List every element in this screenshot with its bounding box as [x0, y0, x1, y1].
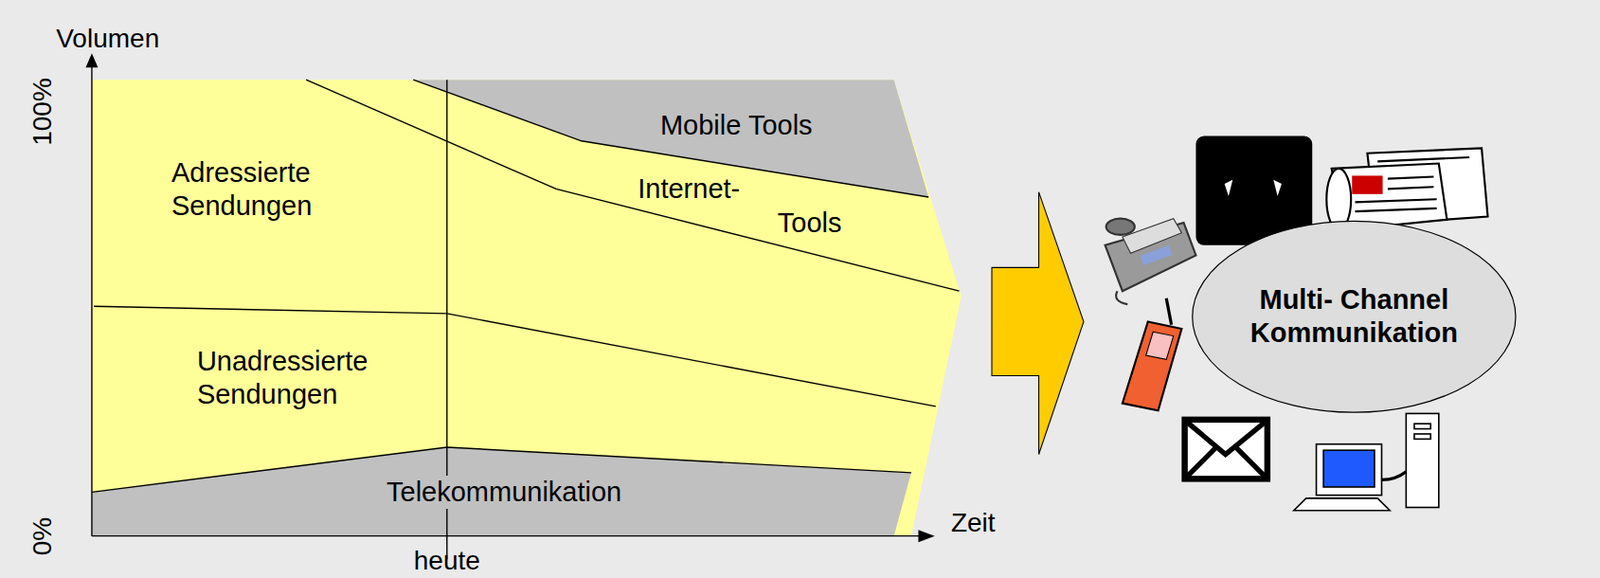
big-arrow — [991, 192, 1084, 455]
band-label: Internet- Tools — [637, 171, 778, 241]
axis-title: Zeit — [951, 506, 996, 540]
channel-ellipse: Multi- Channel Kommunikation — [1190, 219, 1518, 414]
boundary-line — [305, 79, 959, 291]
band-label: Telekommunikation — [383, 475, 625, 509]
axis-arrowhead — [85, 53, 98, 68]
axis-arrowhead — [917, 529, 935, 542]
newspaper-icon — [1326, 147, 1488, 230]
envelope-icon — [1181, 416, 1271, 483]
band-label: Mobile Tools — [660, 108, 813, 143]
y-axis — [90, 63, 92, 537]
ellipse-outline — [1190, 219, 1518, 414]
computer-icon — [1294, 413, 1439, 510]
time-marker: heute — [413, 547, 481, 575]
axis-title: Volumen — [55, 22, 160, 55]
tv-icon-detail — [1224, 179, 1282, 197]
axis-value: 100% — [29, 78, 56, 147]
x-axis — [91, 535, 921, 537]
ellipse-shape — [1192, 220, 1516, 413]
telecom-band — [91, 447, 912, 537]
node-text: Multi- Channel Kommunikation — [1250, 283, 1458, 350]
fax-icon — [1105, 218, 1197, 305]
mobile-phone-icon — [1122, 298, 1182, 411]
axis-value: 0% — [29, 516, 56, 555]
band-label: Adressierte Sendungen — [171, 156, 312, 223]
band-label: Unadressierte Sendungen — [197, 344, 369, 412]
yellow-area — [91, 79, 962, 536]
